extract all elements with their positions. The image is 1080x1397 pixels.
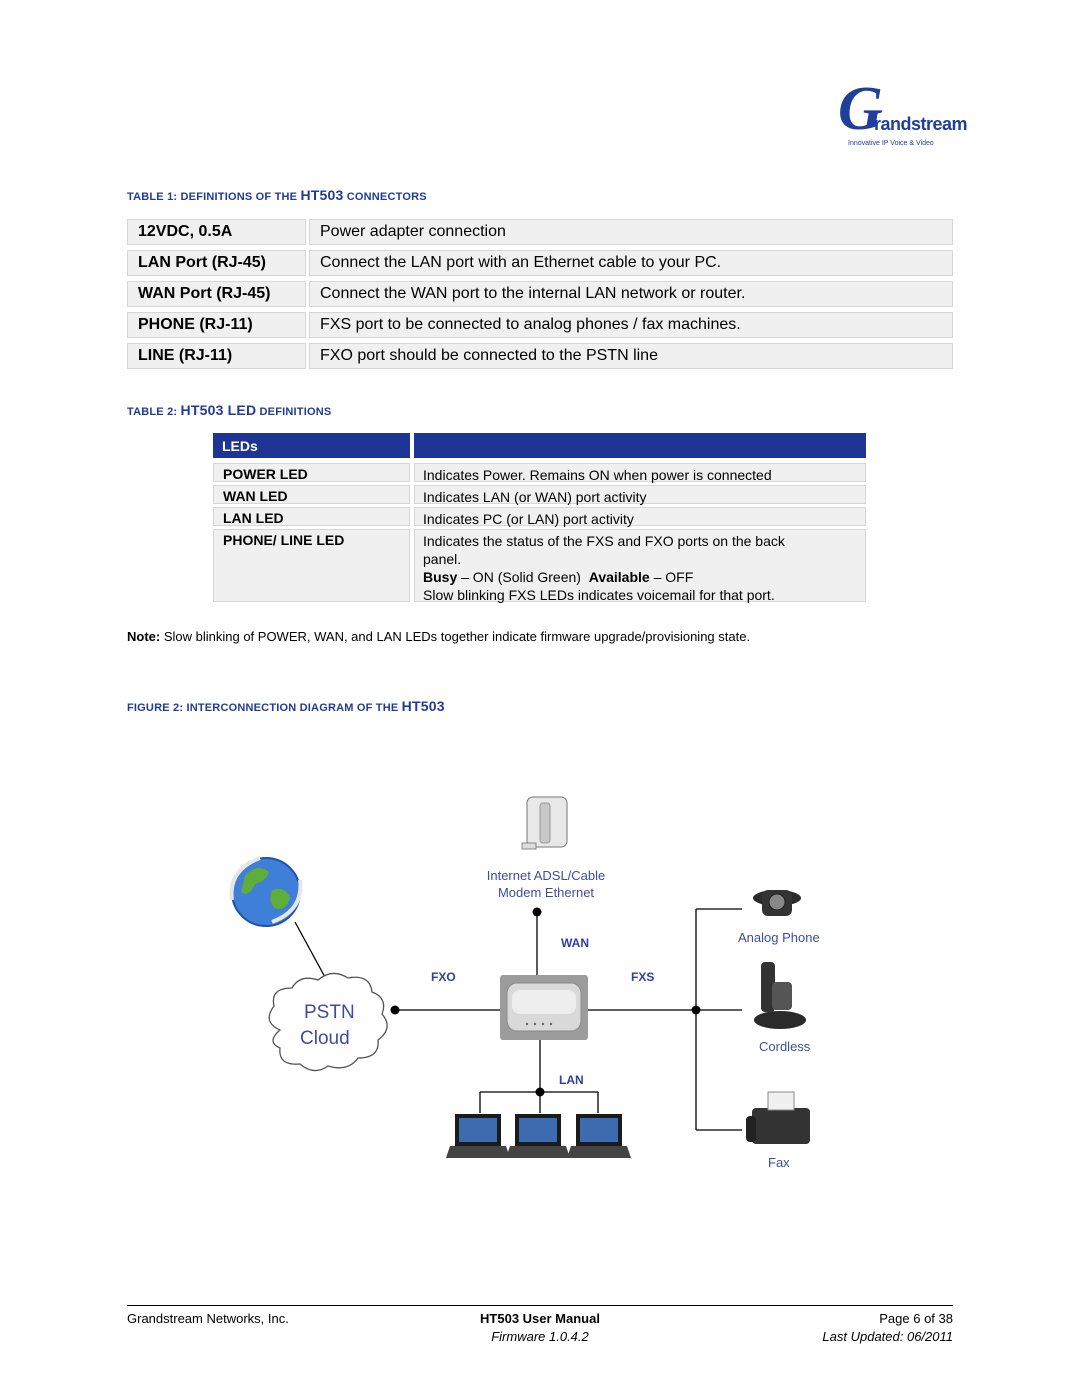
table2-caption-suffix: DEFINITIONS <box>256 406 332 418</box>
table1-row: WAN Port (RJ-45) Connect the WAN port to… <box>127 281 953 307</box>
cloud-icon <box>268 972 388 1072</box>
note-label: Note: <box>127 629 161 644</box>
available-label: Available <box>588 569 650 585</box>
lan-label: LAN <box>559 1073 584 1087</box>
footer-updated: Last Updated: 06/2011 <box>822 1329 953 1344</box>
note-text: Slow blinking of POWER, WAN, and LAN LED… <box>160 629 751 644</box>
table1-row: LINE (RJ-11) FXO port should be connecte… <box>127 343 953 369</box>
cordless-label: Cordless <box>759 1039 811 1054</box>
fax-icon <box>746 1091 810 1144</box>
logo-tagline: Innovative IP Voice & Video <box>848 140 934 147</box>
led-name: WAN LED <box>213 485 410 504</box>
connector-desc: FXO port should be connected to the PSTN… <box>309 343 953 369</box>
table2-caption-model: HT503 LED <box>180 402 257 418</box>
figure2-caption: FIGURE 2: INTERCONNECTION DIAGRAM OF THE… <box>127 698 445 714</box>
wan-label: WAN <box>561 936 589 950</box>
footer-page: Page 6 of 38 <box>879 1311 953 1326</box>
connector-desc: Connect the WAN port to the internal LAN… <box>309 281 953 307</box>
figure2-caption-prefix: FIGURE 2: INTERCONNECTION DIAGRAM OF THE <box>127 702 402 714</box>
led-desc-line: Slow blinking FXS LEDs indicates voicema… <box>423 587 775 603</box>
modem-label-2: Modem Ethernet <box>497 885 595 900</box>
table1-caption: TABLE 1: DEFINITIONS OF THE HT503 CONNEC… <box>127 187 427 203</box>
table2-caption-prefix: TABLE 2: <box>127 406 181 418</box>
laptop-icon <box>567 1114 631 1158</box>
analog-phone-label: Analog Phone <box>738 930 820 945</box>
led-name: POWER LED <box>213 463 410 482</box>
laptop-icon <box>446 1114 510 1158</box>
connector-name: WAN Port (RJ-45) <box>127 281 306 307</box>
led-name: LAN LED <box>213 507 410 526</box>
analog-phone-icon <box>753 890 801 916</box>
table2-caption: TABLE 2: HT503 LED DEFINITIONS <box>127 402 331 418</box>
available-text: – OFF <box>649 569 694 585</box>
table1-row: PHONE (RJ-11) FXS port to be connected t… <box>127 312 953 338</box>
table2-header-leds: LEDs <box>213 433 410 458</box>
modem-label-1: Internet ADSL/Cable <box>486 868 606 883</box>
connector-desc: Power adapter connection <box>309 219 953 245</box>
busy-text: – ON (Solid Green) <box>457 569 589 585</box>
note: Note: Slow blinking of POWER, WAN, and L… <box>127 629 750 644</box>
laptop-icon <box>506 1114 570 1158</box>
table1-caption-suffix: CONNECTORS <box>343 191 427 203</box>
footer-firmware: Firmware 1.0.4.2 <box>491 1329 589 1344</box>
connector-desc: FXS port to be connected to analog phone… <box>309 312 953 338</box>
led-desc: Indicates LAN (or WAN) port activity <box>414 485 866 505</box>
connector-name: LINE (RJ-11) <box>127 343 306 369</box>
connector-name: 12VDC, 0.5A <box>127 219 306 245</box>
led-desc-line: panel. <box>423 551 462 567</box>
ht503-device-icon <box>500 975 588 1040</box>
cordless-phone-icon <box>754 962 806 1029</box>
table1-row: 12VDC, 0.5A Power adapter connection <box>127 219 953 245</box>
logo-initial: G <box>838 75 883 143</box>
led-desc: Indicates the status of the FXS and FXO … <box>414 529 866 603</box>
connector-desc: Connect the LAN port with an Ethernet ca… <box>309 250 953 276</box>
logo-word: randstream <box>874 114 968 134</box>
table2-header-blank <box>414 433 866 458</box>
fax-label: Fax <box>768 1155 790 1170</box>
led-desc: Indicates Power. Remains ON when power i… <box>414 463 866 483</box>
led-desc: Indicates PC (or LAN) port activity <box>414 507 866 527</box>
globe-icon <box>229 856 303 927</box>
fxo-label: FXO <box>431 970 456 984</box>
cloud-label: Cloud <box>300 1028 350 1049</box>
led-name: PHONE/ LINE LED <box>213 529 410 602</box>
modem-icon <box>521 796 568 850</box>
busy-label: Busy <box>423 569 458 585</box>
footer-company: Grandstream Networks, Inc. <box>127 1311 289 1326</box>
figure2-caption-model: HT503 <box>401 698 445 714</box>
pstn-label: PSTN <box>304 1002 355 1023</box>
table1-row: LAN Port (RJ-45) Connect the LAN port wi… <box>127 250 953 276</box>
connector-name: PHONE (RJ-11) <box>127 312 306 338</box>
fxs-label: FXS <box>631 970 655 984</box>
footer-divider <box>127 1305 953 1306</box>
connector-name: LAN Port (RJ-45) <box>127 250 306 276</box>
grandstream-logo: G randstream Innovative IP Voice & Video <box>838 75 968 156</box>
diagram-junctions <box>390 907 701 1097</box>
led-desc-line: Indicates the status of the FXS and FXO … <box>423 533 785 549</box>
led-desc-status: Busy – ON (Solid Green) Available – OFF <box>423 568 865 586</box>
footer-title: HT503 User Manual <box>480 1311 600 1326</box>
table1-caption-model: HT503 <box>300 187 344 203</box>
table1-caption-prefix: TABLE 1: DEFINITIONS OF THE <box>127 191 301 203</box>
